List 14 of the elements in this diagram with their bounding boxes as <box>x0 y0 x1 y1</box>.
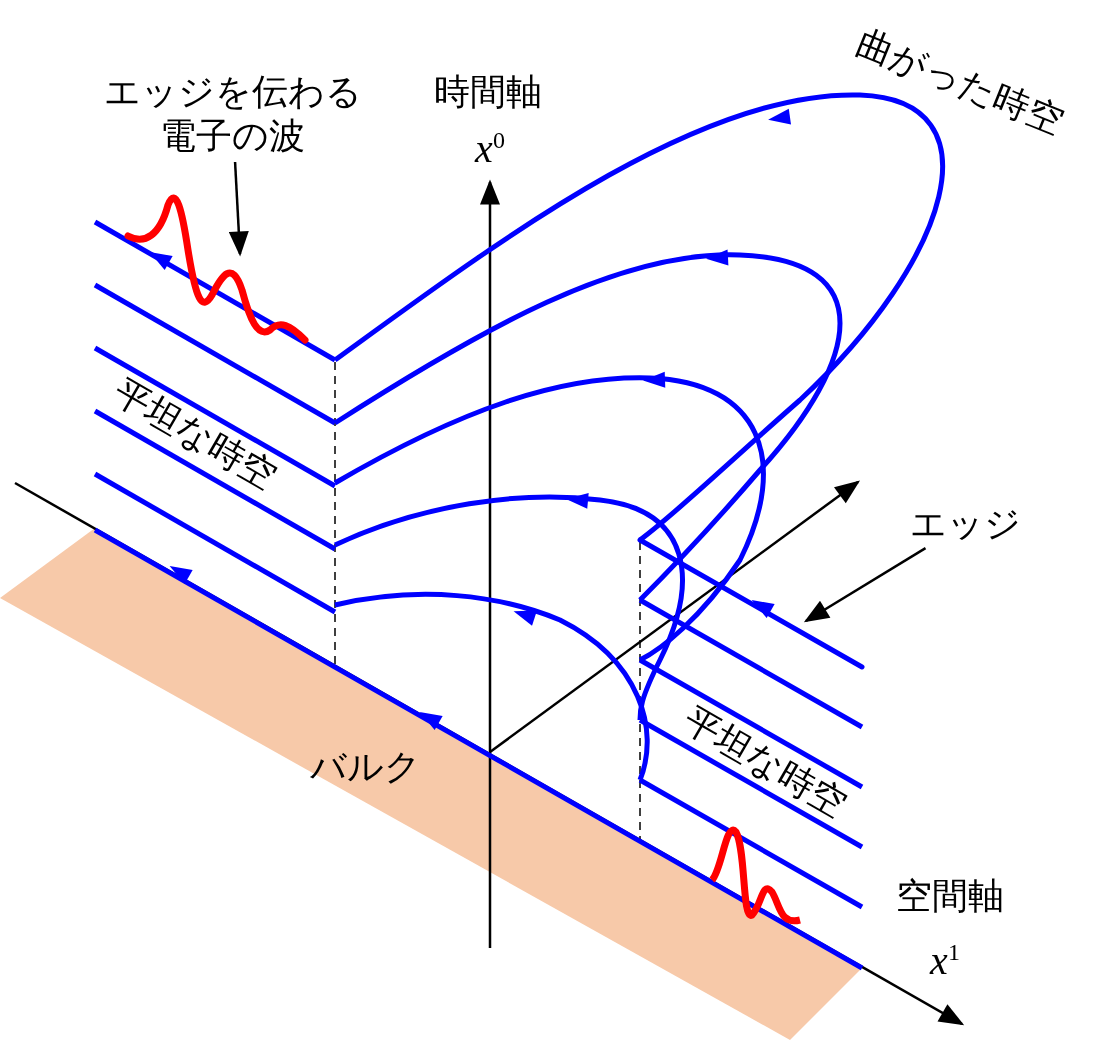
region-label: 曲がった時空 <box>850 20 1071 144</box>
leader-line <box>803 547 927 623</box>
callout-text: エッジを伝わる電子の波 <box>100 70 365 158</box>
region-label: 平坦な時空 <box>675 697 855 827</box>
region-label: バルク <box>308 745 422 789</box>
leader-line <box>228 161 249 257</box>
region-label: 平坦な時空 <box>105 369 285 499</box>
callout-text: エッジ <box>900 502 1030 546</box>
axis-label: 空間軸 <box>895 874 1005 918</box>
electron-wave <box>124 194 309 344</box>
axis-symbol: x$^{1}$ <box>928 937 961 984</box>
axis-label: 時間軸 <box>432 70 543 114</box>
edge-line <box>637 537 865 670</box>
axis-symbol: x$^{0}$ <box>473 125 506 172</box>
